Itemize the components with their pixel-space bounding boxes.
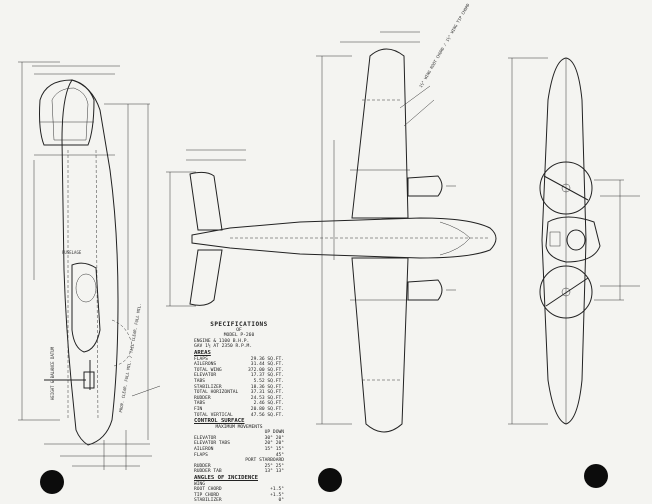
fuselage-ref-label: FUSELAGE [62,250,82,255]
punch-hole-right [584,464,608,488]
spec-incidence-heading: ANGLES OF INCIDENCE [194,475,258,482]
spec-control-heading: CONTROL SURFACE [194,418,245,425]
spec-control-row: FLAPS 45° [194,452,284,458]
spec-incidence-wing: WING [194,481,206,487]
front-view [508,57,640,425]
punch-hole-center [318,468,342,492]
specifications-block: SPECIFICATIONS OF MODEL P-260 ENGINE & 1… [194,322,284,504]
spec-incidence-row: TIP CHORD+1.5° [194,492,284,498]
side-datum-label: HEIGHT & BALANCE DATUM [50,347,55,400]
spec-engine-2: GAV 1½ AT 2350 R.P.M. [194,344,253,350]
spec-engine-1: ENGINE & 1100 B.H.P. [194,338,250,344]
spec-of: OF [236,327,242,333]
punch-hole-left [40,470,64,494]
spec-control-sub: MAXIMUM MOVEMENTS [215,424,263,430]
spec-control-cols: UP DOWN [264,430,284,436]
spec-title: SPECIFICATIONS [210,321,268,328]
plan-view [166,31,497,433]
spec-model: MODEL P-260 [223,333,255,339]
spec-incidence-row: ROOT CHORD+1.5° [194,487,284,493]
spec-rudder-cols: PORT STARBOARD [245,458,284,464]
spec-areas-heading: AREAS [194,349,211,356]
side-view [18,61,161,470]
